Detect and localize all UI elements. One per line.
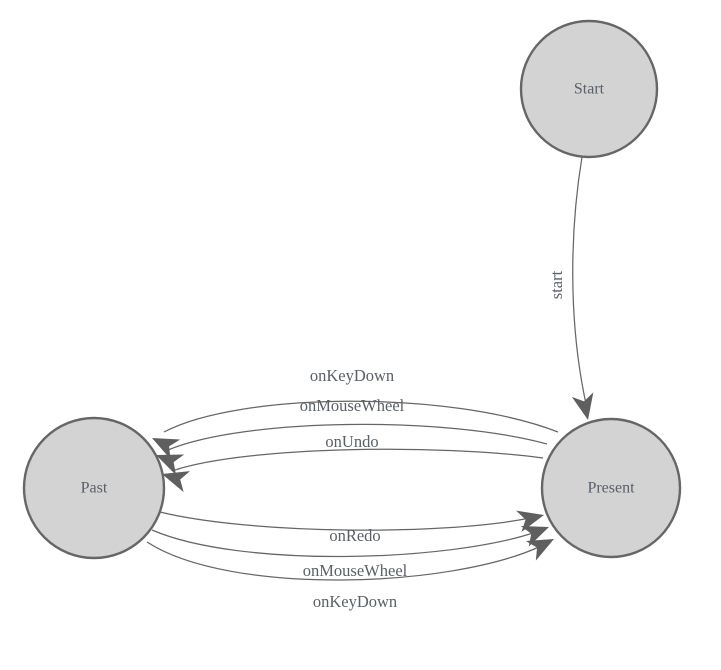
- edge-label-e-present-keydown: onKeyDown: [313, 592, 397, 611]
- node-shape-past[interactable]: [22, 416, 166, 560]
- edge-label-e-present-redo: onRedo: [329, 526, 380, 545]
- edge-e-start-present: [572, 156, 587, 405]
- node-label-past: Past: [81, 480, 108, 497]
- arrowhead-shape: [571, 392, 594, 420]
- arrowhead-e-start-present: [571, 392, 594, 420]
- edge-e-present-keydown: [146, 541, 542, 581]
- edge-e-past-mousewheel: [167, 423, 548, 451]
- arrowheads-layer: [152, 392, 594, 561]
- arrowhead-shape: [162, 471, 191, 493]
- arrowhead-shape: [516, 510, 544, 532]
- arrowhead-e-present-redo: [516, 510, 544, 532]
- node-label-present: Present: [587, 480, 635, 497]
- node-past[interactable]: Past: [22, 416, 166, 560]
- edge-e-present-mousewheel: [151, 529, 537, 558]
- arrowhead-e-past-mousewheel: [156, 454, 185, 475]
- edge-label-e-past-mousewheel: onMouseWheel: [300, 396, 405, 415]
- arrowhead-shape: [525, 539, 554, 561]
- node-label-start: Start: [574, 81, 605, 98]
- arrowhead-e-present-mousewheel: [520, 526, 549, 547]
- edge-e-present-redo: [159, 511, 531, 531]
- arrowhead-e-past-undo: [162, 471, 191, 493]
- arrowhead-shape: [520, 526, 549, 547]
- arrowhead-e-past-keydown: [152, 438, 181, 460]
- edge-label-e-present-mousewheel: onMouseWheel: [303, 561, 408, 580]
- node-shape-present[interactable]: [540, 417, 682, 559]
- arrowhead-e-present-keydown: [525, 539, 554, 561]
- node-start[interactable]: Start: [519, 19, 659, 159]
- edge-label-e-past-keydown: onKeyDown: [310, 366, 394, 385]
- edges-layer: [146, 156, 587, 581]
- arrowhead-shape: [156, 454, 185, 475]
- node-shape-start[interactable]: [519, 19, 659, 159]
- arrowhead-shape: [152, 438, 181, 460]
- edge-label-e-past-undo: onUndo: [325, 432, 378, 451]
- node-present[interactable]: Present: [540, 417, 682, 559]
- edge-e-past-keydown: [163, 400, 559, 433]
- edge-label-e-start-present: start: [547, 270, 566, 299]
- edge-e-past-undo: [174, 448, 544, 471]
- edge-labels-layer: start onKeyDown onMouseWheel onUndo onRedo on…: [300, 270, 566, 610]
